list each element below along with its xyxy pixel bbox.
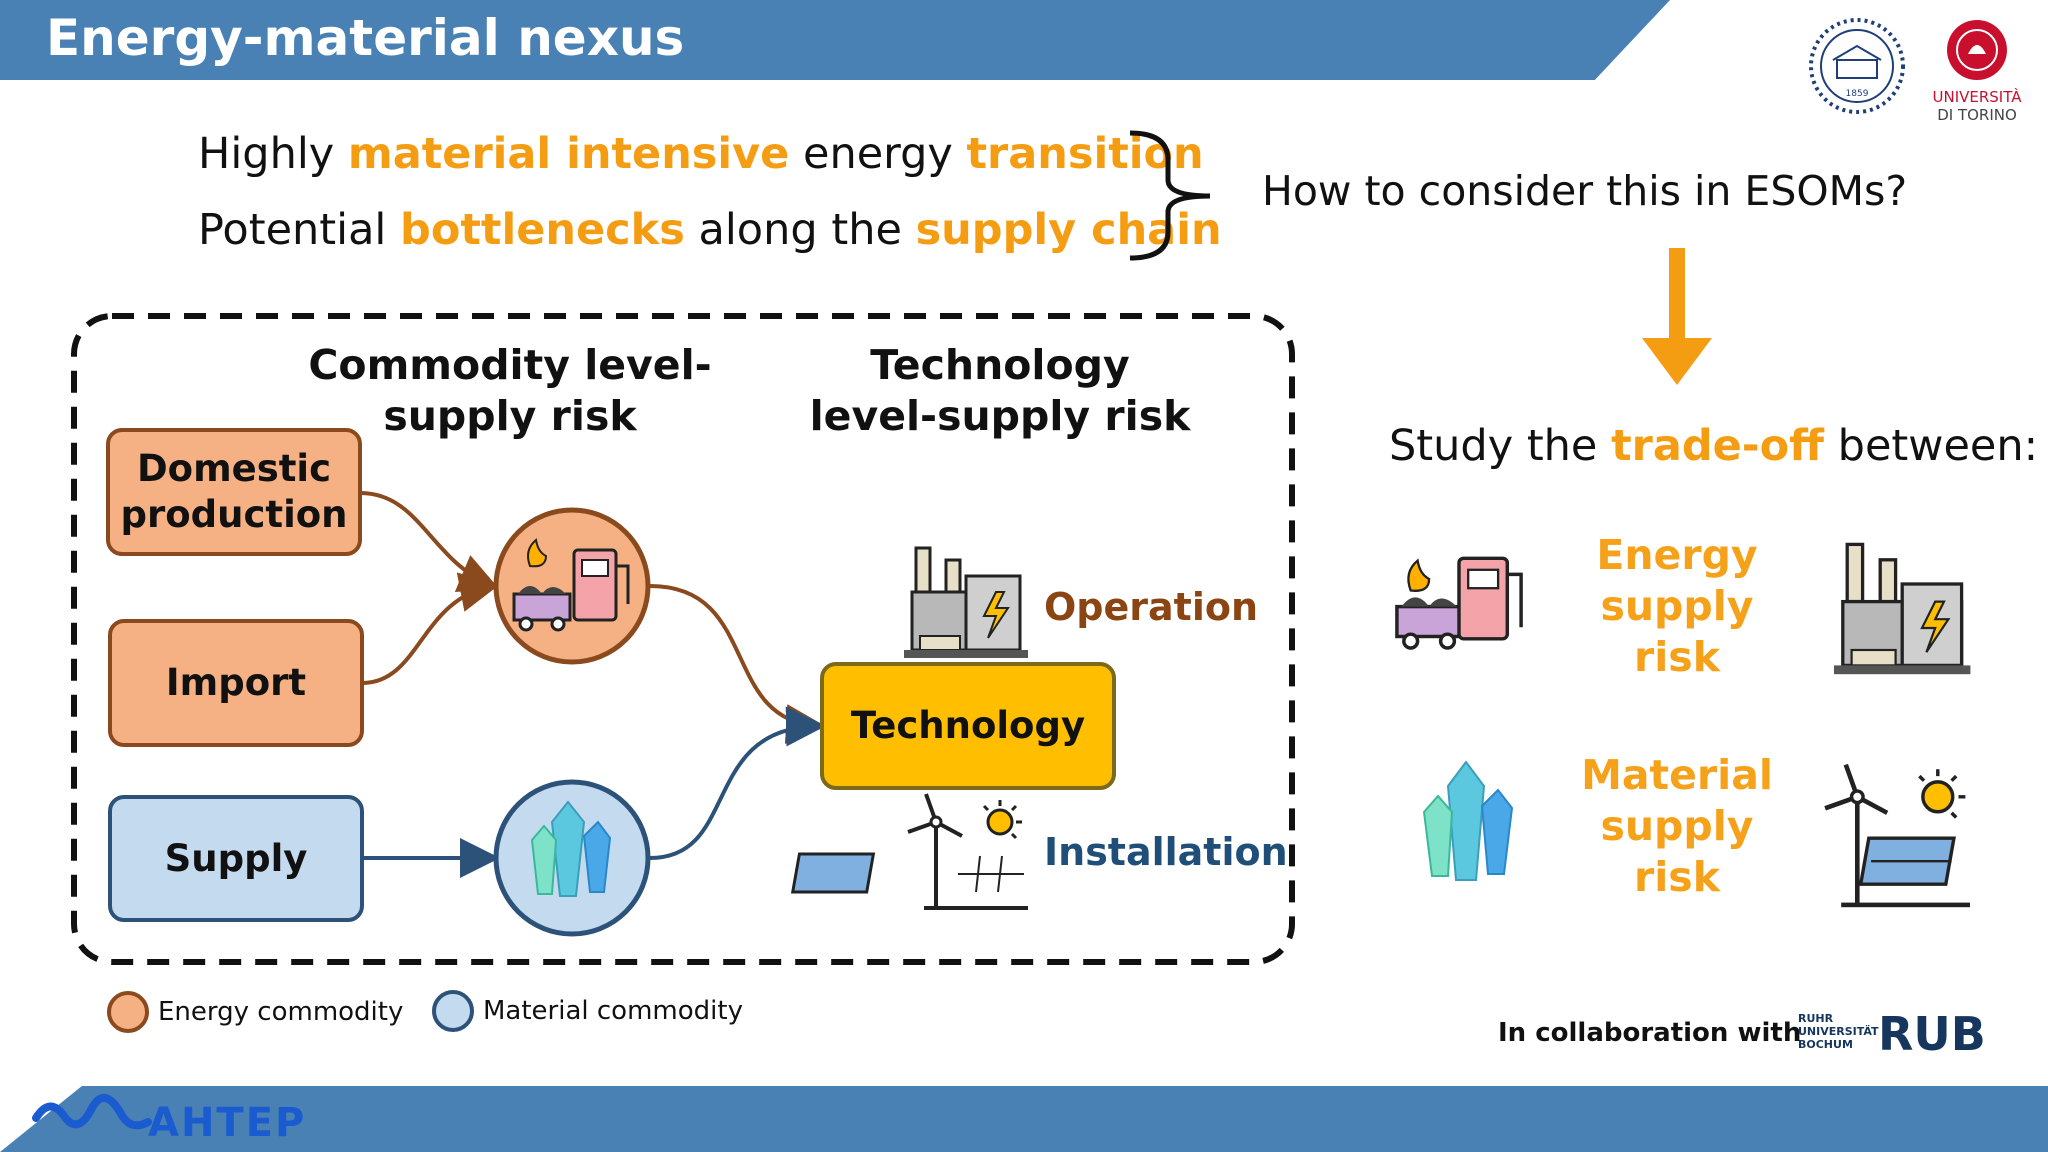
legend-material-swatch [432, 990, 474, 1032]
statement-1: Highly material intensive energy transit… [198, 126, 1204, 182]
legend-energy-swatch [107, 991, 149, 1033]
dashed-frame [71, 313, 1295, 965]
operation-label: Operation [1044, 585, 1259, 629]
statement-1-plain-2: energy [789, 129, 967, 179]
collaboration-text: In collaboration with [1498, 1018, 1802, 1048]
connector-domestic [359, 491, 500, 593]
unito-text-1: UNIVERSITÀ [1932, 88, 2022, 106]
legend-energy-label: Energy commodity [158, 997, 404, 1027]
technology-header-line-1: Technology [870, 341, 1130, 389]
rub-small-2: UNIVERSITÄT [1798, 1025, 1879, 1038]
crystal-icon [530, 800, 612, 897]
statement-2: Potential bottlenecks along the supply c… [198, 202, 1222, 258]
slide-title: Energy-material nexus [46, 9, 685, 67]
study-text: Study the trade-off between: [1389, 418, 2038, 474]
commodity-header-line-2: supply risk [383, 392, 637, 440]
factory-icon [904, 546, 1028, 658]
connector-material-technology [649, 706, 826, 860]
energy-risk-line-3: risk [1634, 633, 1720, 681]
study-highlight: trade-off [1611, 421, 1825, 471]
fuel-icon [512, 538, 630, 632]
statement-1-highlight-2: transition [966, 129, 1204, 179]
unito-text-2: DI TORINO [1937, 106, 2017, 124]
rub-small-1: RUHR [1798, 1012, 1834, 1025]
statement-2-highlight-2: supply chain [915, 205, 1222, 255]
title-banner [0, 0, 1670, 80]
commodity-header-line-1: Commodity level- [308, 341, 712, 389]
technology-header-line-2: level-supply risk [809, 392, 1191, 440]
statement-2-highlight-1: bottlenecks [400, 205, 685, 255]
rub-small-3: BOCHUM [1798, 1038, 1853, 1051]
question-text: How to consider this in ESOMs? [1262, 167, 1908, 215]
footer-bar [0, 1086, 2048, 1152]
domestic-line-2: production [120, 493, 348, 536]
material-supply-risk: Material supply risk [1560, 750, 1794, 903]
rub-wordmark: RUB [1878, 1007, 1986, 1061]
connector-import [361, 572, 500, 685]
aahtep-logo: AHTEP [30, 1078, 304, 1148]
material-risk-line-3: risk [1634, 853, 1720, 901]
rub-logo: RUHR UNIVERSITÄT BOCHUM RUB [1798, 1008, 1986, 1062]
down-arrow-shaft [1669, 248, 1685, 348]
technology-level-header: Technology level-supply risk [800, 340, 1200, 442]
domestic-line-1: Domestic [136, 447, 332, 490]
statement-2-plain-1: Potential [198, 205, 401, 255]
energy-supply-risk: Energy supply risk [1560, 530, 1794, 683]
unito-logo: UNIVERSITÀ DI TORINO [1932, 14, 2022, 124]
legend-material-label: Material commodity [483, 996, 743, 1026]
import-box: Import [108, 619, 364, 747]
curly-brace [1129, 130, 1211, 261]
svg-text:1859: 1859 [1846, 89, 1869, 99]
wind-solar-icon-right [1824, 763, 1970, 908]
fuel-icon-right [1395, 556, 1523, 650]
study-plain-2: between: [1824, 421, 2039, 471]
study-plain-1: Study the [1389, 421, 1612, 471]
factory-icon-right [1834, 542, 1971, 675]
aahtep-wordmark: AHTEP [148, 1100, 307, 1146]
material-risk-line-1: Material [1581, 751, 1773, 799]
polito-logo: 1859 [1803, 16, 1911, 116]
energy-risk-line-1: Energy [1596, 531, 1758, 579]
connector-energy-technology [649, 584, 826, 744]
supply-box: Supply [108, 795, 364, 922]
energy-risk-line-2: supply [1600, 582, 1754, 630]
domestic-production-box: Domestic production [106, 428, 362, 556]
statement-2-plain-2: along the [684, 205, 916, 255]
energy-commodity-circle [493, 507, 651, 665]
import-label: Import [165, 661, 307, 704]
statement-1-plain-1: Highly [198, 129, 348, 179]
installation-label: Installation [1044, 830, 1288, 874]
material-risk-line-2: supply [1600, 802, 1754, 850]
commodity-level-header: Commodity level- supply risk [300, 340, 720, 442]
technology-box: Technology [820, 662, 1116, 790]
supply-label: Supply [164, 836, 308, 880]
crystal-icon-right [1422, 760, 1514, 881]
down-arrow-head [1642, 338, 1712, 385]
statement-1-highlight-1: material intensive [347, 129, 790, 179]
technology-label: Technology [850, 704, 1086, 747]
wind-solar-icon [790, 793, 1028, 910]
